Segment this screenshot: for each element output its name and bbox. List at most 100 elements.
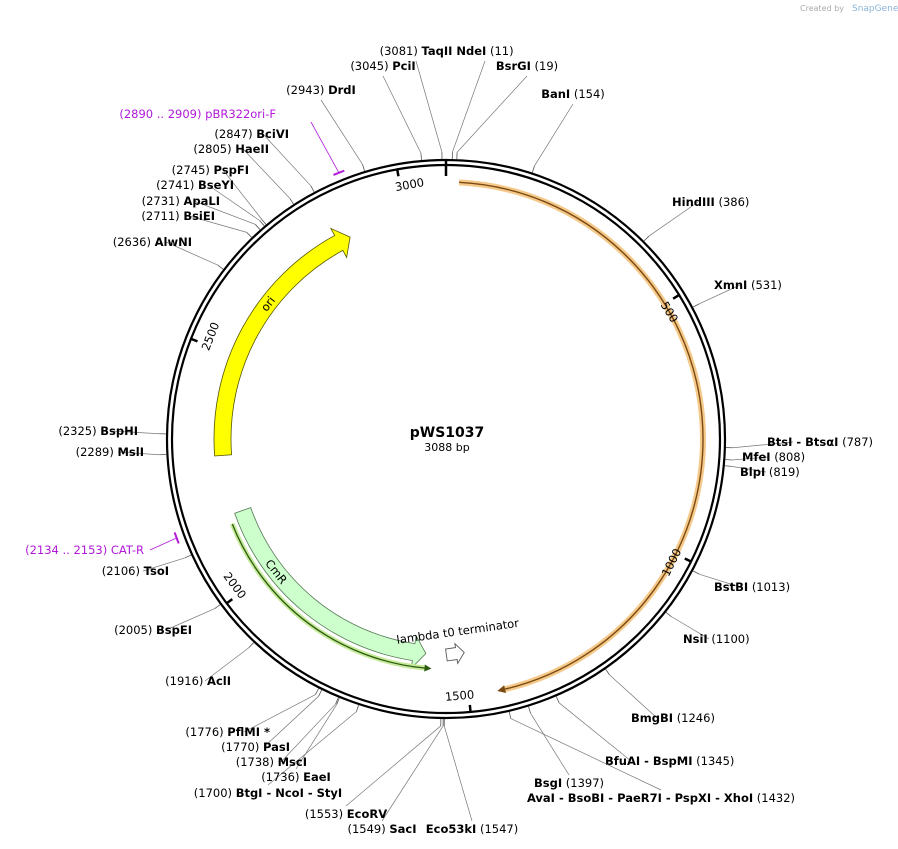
site-saci: (1549) SacI (347, 718, 444, 836)
feature-green-line (229, 523, 432, 672)
site-bfuai-bspmi-name: BfuAI - BspMI (605, 754, 692, 768)
tick-label-3000: 3000 (394, 175, 425, 194)
site-haeii-position: (2805) (193, 142, 231, 156)
site-mfei: MfeI (808) (725, 450, 805, 464)
site-bseyi-position: (2741) (156, 178, 194, 192)
site-bspei: (2005) BspEI (114, 604, 221, 637)
site-ecorv-label: (1553) EcoRV (305, 807, 387, 821)
site-alwni-position: (2636) (113, 235, 151, 249)
site-drdi: (2943) DrdI (286, 83, 365, 172)
credit-created-by: Created by (800, 4, 844, 13)
site-bcivi-label: (2847) BciVI (214, 127, 289, 141)
site-blpi-label: BlpI (819) (740, 465, 800, 479)
site-pcii: (3045) PciI (350, 59, 422, 161)
site-ndei: NdeI (11) (451, 44, 514, 160)
primer-label-0: (2890 .. 2909) pBR322ori-F (119, 107, 276, 121)
site-nsii: NsiI (1100) (665, 611, 750, 646)
site-mfei-position: (808) (774, 450, 805, 464)
site-tsoi: (2106) TsoI (102, 554, 192, 578)
site-mfei-name: MfeI (742, 450, 771, 464)
site-bsgi-name: BsgI (534, 776, 562, 790)
site-hindiii-label: HindIII (386) (672, 195, 749, 209)
tick-label-1500: 1500 (444, 687, 474, 704)
site-pspfi-label: (2745) PspFI (172, 163, 249, 177)
site-bsphi-label: (2325) BspHI (58, 424, 138, 438)
site-bfuai-bspmi: BfuAI - BspMI (1345) (555, 696, 734, 768)
site-bfuai-bspmi-label: BfuAI - BspMI (1345) (605, 754, 734, 768)
site-bmgbi-name: BmgBI (631, 711, 673, 725)
site-pspfi-name: PspFI (214, 163, 249, 177)
primer-0: (2890 .. 2909) pBR322ori-F (119, 107, 345, 176)
site-pasi-name: PasI (263, 740, 290, 754)
site-haeii-name: HaeII (235, 142, 269, 156)
site-bseyi-label: (2741) BseYI (156, 178, 234, 192)
site-pflmi: (1776) PflMI * (185, 688, 320, 739)
site-nsii-label: NsiI (1100) (683, 632, 750, 646)
site-alwni-name: AlwNI (155, 235, 192, 249)
site-bani-label: BanI (154) (541, 87, 605, 101)
tick-1500 (468, 704, 472, 714)
site-acli-position: (1916) (165, 674, 203, 688)
site-msli: (2289) MslI (76, 445, 167, 459)
tick-500 (672, 293, 681, 300)
site-btsi-bts-i: BtsI - BtsαI (787) (725, 435, 873, 449)
site-pasi-position: (1770) (221, 740, 259, 754)
site-tsoi-name: TsoI (144, 564, 169, 578)
site-bcivi: (2847) BciVI (214, 127, 315, 193)
site-bcivi-position: (2847) (214, 127, 252, 141)
site-bspei-position: (2005) (114, 623, 152, 637)
site-bsiei: (2711) BsiEI (141, 209, 252, 238)
site-ndei-name: NdeI (456, 44, 486, 58)
plasmid-size: 3088 bp (424, 441, 469, 454)
site-bmgbi-position: (1246) (677, 711, 715, 725)
site-nsii-name: NsiI (683, 632, 708, 646)
site-bsiei-position: (2711) (141, 209, 179, 223)
site-bspei-label: (2005) BspEI (114, 623, 192, 637)
site-bmgbi: BmgBI (1246) (605, 668, 715, 725)
site-bsphi-name: BspHI (100, 424, 138, 438)
site-btgi-ncoi-styi: (1700) BtgI - NcoI - StyI (194, 704, 359, 800)
site-eaei-name: EaeI (303, 770, 331, 784)
site-acli-label: (1916) AclI (165, 674, 231, 688)
tick-3000 (395, 168, 400, 177)
site-blpi: BlpI (819) (724, 465, 800, 479)
site-mfei-label: MfeI (808) (742, 450, 805, 464)
site-bsgi: BsgI (1397) (528, 706, 604, 790)
site-blpi-position: (819) (769, 465, 800, 479)
site-pflmi-position: (1776) (185, 725, 223, 739)
tick-label-2500: 2500 (199, 320, 223, 352)
tick-label-2000: 2000 (220, 570, 249, 602)
site-pspfi-position: (2745) (172, 163, 210, 177)
site-bstbi-position: (1013) (752, 580, 790, 594)
site-avai-bsobi-paer7i-pspxi-xhoi-position: (1432) (757, 791, 795, 805)
feature-lambda-t0-terminator-label: lambda t0 terminator (396, 616, 520, 647)
site-eaei-position: (1736) (261, 770, 299, 784)
site-saci-position: (1549) (347, 822, 385, 836)
tick-2000 (225, 598, 234, 605)
site-btsi-bts-i-name: BtsI - BtsαI (767, 435, 838, 449)
site-bfuai-bspmi-position: (1345) (696, 754, 734, 768)
site-btgi-ncoi-styi-position: (1700) (194, 786, 232, 800)
site-apali-name: ApaLI (184, 194, 221, 208)
site-pasi-label: (1770) PasI (221, 740, 290, 754)
site-bsgi-label: BsgI (1397) (534, 776, 604, 790)
site-bsphi: (2325) BspHI (58, 424, 167, 438)
site-haeii-label: (2805) HaeII (193, 142, 269, 156)
site-msci-label: (1738) MscI (236, 755, 307, 769)
site-bseyi-name: BseYI (198, 178, 234, 192)
site-nsii-position: (1100) (711, 632, 749, 646)
site-msli-position: (2289) (76, 445, 114, 459)
site-hindiii-name: HindIII (672, 195, 715, 209)
site-xmni-label: XmnI (531) (714, 278, 782, 292)
site-btgi-ncoi-styi-label: (1700) BtgI - NcoI - StyI (194, 786, 342, 800)
site-acli: (1916) AclI (165, 642, 255, 688)
site-pcii-position: (3045) (350, 59, 388, 73)
site-msci: (1738) MscI (236, 697, 339, 769)
site-bani-name: BanI (541, 87, 570, 101)
site-hindiii: HindIII (386) (643, 195, 749, 242)
site-ecorv-name: EcoRV (347, 807, 387, 821)
site-pflmi-name: PflMI * (227, 725, 270, 739)
site-bsiei-name: BsiEI (183, 209, 215, 223)
